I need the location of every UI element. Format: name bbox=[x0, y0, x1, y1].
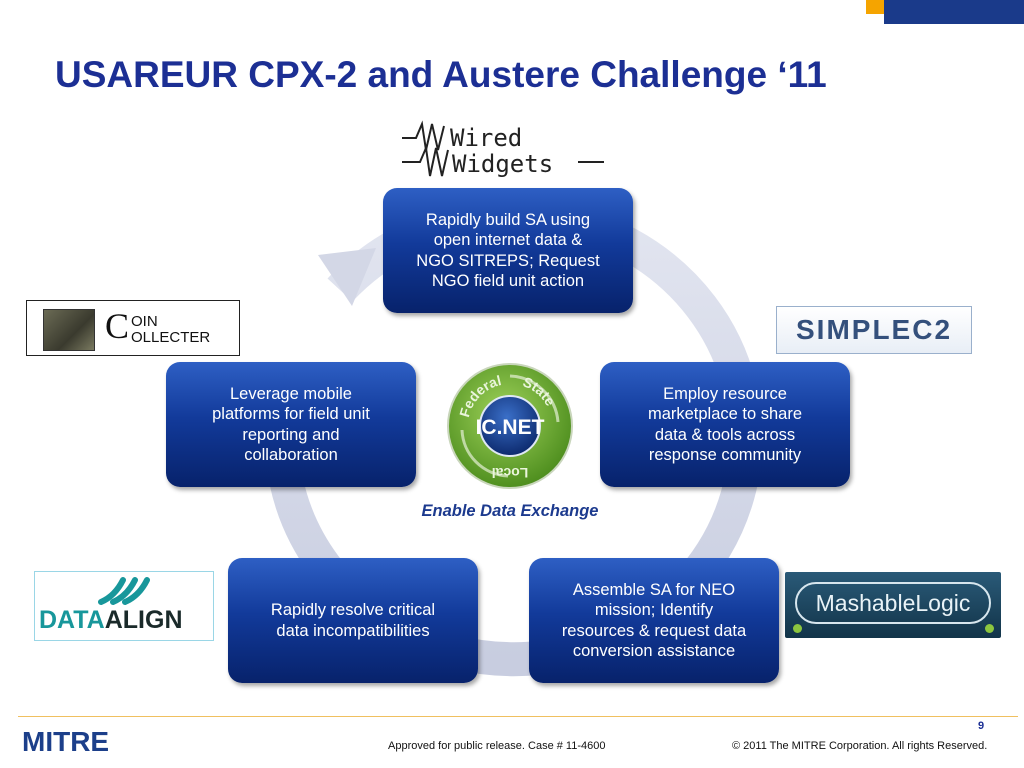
green-dot-icon bbox=[985, 624, 994, 633]
dataalign-part1: DATA bbox=[39, 606, 105, 634]
center-caption: Enable Data Exchange bbox=[421, 502, 599, 520]
step-box-mobile-platforms: Leverage mobile platforms for field unit… bbox=[166, 362, 416, 487]
coin-letter: C bbox=[105, 306, 130, 346]
widgets-text: Widgets bbox=[452, 150, 553, 178]
box-line: NGO SITREPS; Request bbox=[416, 251, 600, 270]
box-line: data incompatibilities bbox=[276, 621, 430, 640]
simplec2-logo: SIMPLEC2 bbox=[776, 306, 972, 354]
coin-line1: OIN bbox=[131, 313, 158, 330]
wired-text: Wired bbox=[450, 124, 522, 152]
box-line: response community bbox=[648, 446, 802, 464]
step-box-assemble-sa: Assemble SA for NEO mission; Identify re… bbox=[529, 558, 779, 683]
box-line: reporting and bbox=[242, 425, 340, 444]
mitre-logo: MITRE bbox=[22, 726, 110, 757]
box-line: data & tools across bbox=[654, 425, 796, 444]
step-box-build-sa: Rapidly build SA using open internet dat… bbox=[383, 188, 633, 313]
copyright-notice: © 2011 The MITRE Corporation. All rights… bbox=[732, 740, 988, 752]
step-box-resource-marketplace: Employ resource marketplace to share dat… bbox=[600, 362, 850, 487]
box-line: Leverage mobile bbox=[229, 384, 352, 403]
coin-collecter-logo: C OIN OLLECTER bbox=[26, 300, 240, 356]
box-line: open internet data & bbox=[433, 231, 583, 249]
box-line: resources & request data bbox=[561, 621, 747, 640]
dataalign-logo: DATAALIGN bbox=[34, 571, 214, 641]
icnet-center-text: IC.NET bbox=[476, 416, 545, 439]
release-notice: Approved for public release. Case # 11-4… bbox=[388, 740, 606, 752]
step-box-resolve-incompatibilities: Rapidly resolve critical data incompatib… bbox=[228, 558, 478, 683]
corner-accent-orange bbox=[866, 0, 884, 14]
slide-title: USAREUR CPX-2 and Austere Challenge ‘11 bbox=[55, 54, 827, 95]
box-line: Rapidly resolve critical bbox=[270, 601, 436, 619]
box-line: Employ resource bbox=[663, 384, 787, 403]
dataalign-part2: ALIGN bbox=[104, 606, 183, 634]
box-line: Rapidly build SA using bbox=[425, 210, 591, 229]
icnet-logo: IC.NET Federal State Local bbox=[447, 363, 573, 489]
wired-widgets-logo: Wired Widgets bbox=[402, 120, 604, 178]
mashablelogic-text: MashableLogic bbox=[795, 582, 991, 624]
box-line: Assemble SA for NEO bbox=[572, 580, 736, 599]
box-line: marketplace to share bbox=[647, 405, 803, 423]
box-line: mission; Identify bbox=[594, 601, 714, 619]
coin-line2: OLLECTER bbox=[131, 329, 211, 346]
footer-divider bbox=[18, 716, 1018, 717]
box-line: NGO field unit action bbox=[431, 272, 585, 290]
box-line: platforms for field unit bbox=[212, 405, 370, 423]
box-line: collaboration bbox=[244, 446, 338, 464]
green-dot-icon bbox=[793, 624, 802, 633]
device-photo bbox=[43, 309, 95, 351]
icnet-local-text: Local bbox=[492, 465, 529, 481]
mashablelogic-logo: MashableLogic bbox=[785, 572, 1001, 638]
page-number: 9 bbox=[978, 720, 985, 732]
corner-accent-blue bbox=[884, 0, 1024, 24]
dataalign-swoosh-icon bbox=[98, 577, 150, 605]
box-line: conversion assistance bbox=[572, 642, 736, 660]
dataalign-text: DATAALIGN bbox=[39, 606, 183, 635]
